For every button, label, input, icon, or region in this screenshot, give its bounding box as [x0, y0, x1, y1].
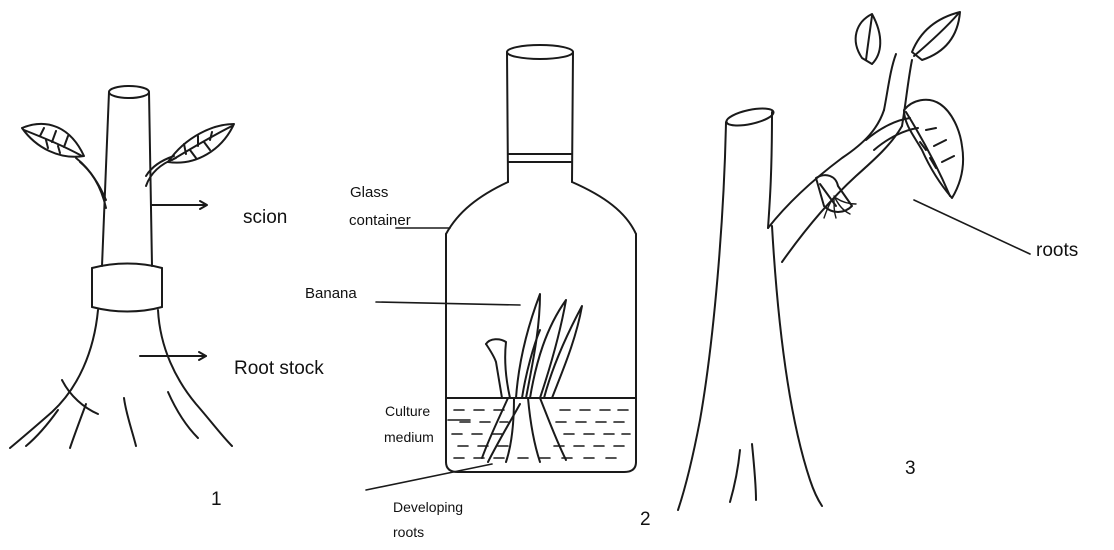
- label-container: container: [349, 212, 411, 229]
- parent-trunk: [678, 105, 822, 510]
- label-medium: medium: [384, 429, 434, 445]
- label-root-stock: Root stock: [234, 358, 324, 379]
- medium-hatching: [452, 410, 630, 458]
- figure-number-1: 1: [211, 489, 222, 510]
- label-developing: Developing: [393, 499, 463, 515]
- figure-number-2: 2: [640, 509, 651, 530]
- banana-plantlet: [486, 294, 582, 398]
- figure-grafting: [10, 86, 234, 448]
- label-roots-fig2: roots: [393, 524, 424, 540]
- figure-layering: [678, 12, 1030, 510]
- banana-pointer: [376, 302, 520, 305]
- scion-stem: [102, 86, 152, 266]
- figure2-pointers: [366, 228, 520, 490]
- layered-branch: [768, 54, 918, 262]
- rootstock-trunk: [10, 310, 232, 448]
- figure-number-3: 3: [905, 458, 916, 479]
- scion-right-leaf: [146, 124, 234, 186]
- figure1-pointers: [140, 201, 207, 360]
- figure-tissue-culture: [366, 45, 636, 490]
- labels: scion Root stock 1 Glass container Banan…: [211, 184, 1078, 540]
- label-roots-fig3: roots: [1036, 240, 1078, 261]
- label-banana: Banana: [305, 285, 357, 302]
- scion-left-leaf: [22, 124, 106, 208]
- glass-jar: [446, 45, 636, 472]
- roots-pointer-line: [914, 200, 1030, 254]
- roots-pointer: [366, 464, 492, 490]
- developing-roots: [482, 398, 566, 462]
- graft-tape-band: [92, 264, 162, 312]
- label-scion: scion: [243, 207, 287, 228]
- label-glass: Glass: [350, 184, 388, 201]
- label-culture: Culture: [385, 403, 430, 419]
- layered-branch-leaves: [856, 12, 963, 198]
